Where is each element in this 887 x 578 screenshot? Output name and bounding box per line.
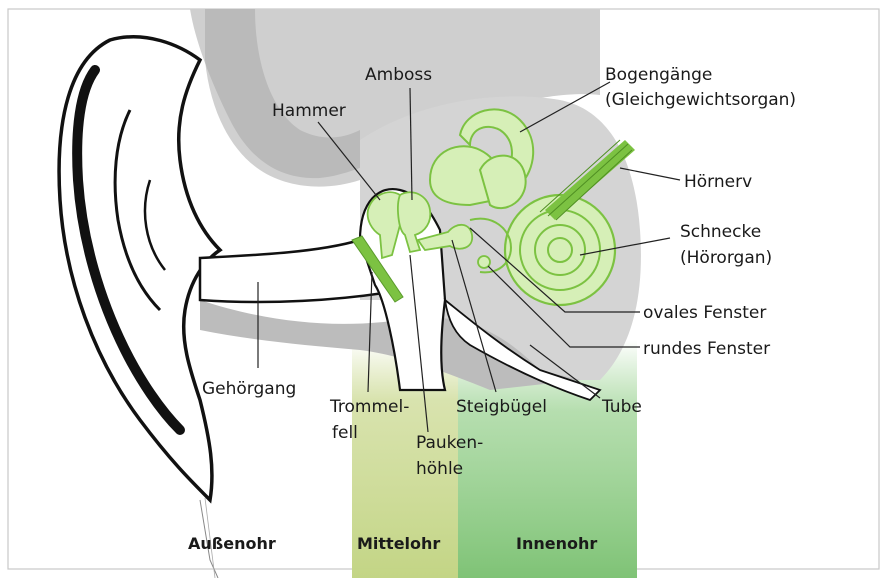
label-hoehle: höhle xyxy=(416,459,463,479)
label-bogengaenge: Bogengänge xyxy=(605,65,712,85)
label-rundes-fenster: rundes Fenster xyxy=(643,339,770,359)
label-amboss: Amboss xyxy=(365,65,432,85)
label-fell: fell xyxy=(332,423,358,443)
zone-label-aussenohr: Außenohr xyxy=(188,534,276,553)
label-gleichgewichtsorgan: (Gleichgewichtsorgan) xyxy=(605,90,796,110)
label-hoernerv: Hörnerv xyxy=(684,172,752,192)
label-pauken: Pauken- xyxy=(416,433,483,453)
label-ovales-fenster: ovales Fenster xyxy=(643,303,766,323)
label-tube: Tube xyxy=(601,397,642,417)
zone-label-mittelohr: Mittelohr xyxy=(357,534,440,553)
label-trommel: Trommel- xyxy=(329,397,409,417)
label-hammer: Hammer xyxy=(272,101,346,121)
zone-label-innenohr: Innenohr xyxy=(516,534,597,553)
label-steigbuegel: Steigbügel xyxy=(456,397,547,417)
label-gehoergang: Gehörgang xyxy=(202,379,296,399)
label-schnecke: Schnecke xyxy=(680,222,761,242)
label-hoerorgan: (Hörorgan) xyxy=(680,248,772,268)
